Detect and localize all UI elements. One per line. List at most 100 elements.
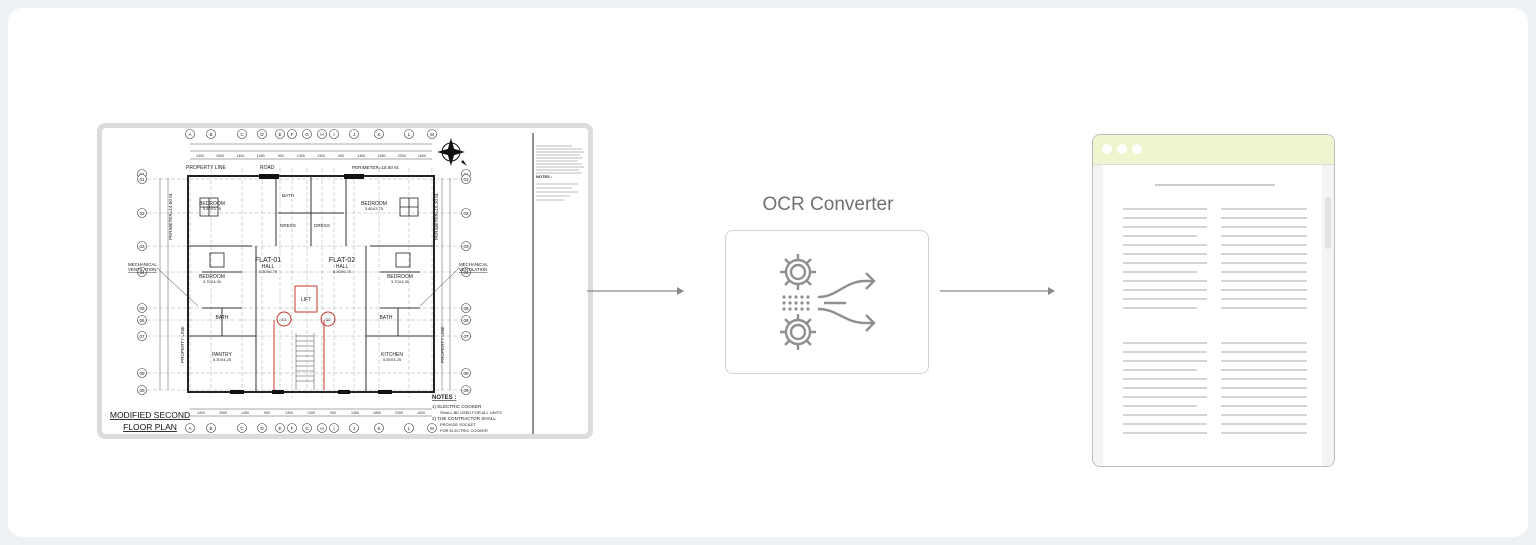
grid-bubble-bottom-B: B (206, 423, 216, 433)
svg-text:C: C (240, 426, 244, 431)
svg-text:03: 03 (139, 244, 145, 249)
note-2a: 2) THE CONTRACTOR SHALL (432, 416, 496, 421)
window-title-bar (1093, 135, 1334, 165)
grid-bubble-bottom-J: J (349, 423, 359, 433)
flat-01-label: FLAT-01 (255, 257, 281, 264)
grid-bubble-top-F: F (287, 129, 297, 139)
grid-bubbles-right: 01010203040506070809 (461, 169, 471, 395)
dimension-top-0: 1400 (196, 154, 204, 158)
dimension-top-9: 1850 (378, 154, 386, 158)
svg-text:M: M (430, 132, 434, 137)
grid-bubble-top-E: E (275, 129, 285, 139)
grid-bubble-bottom-G: G (302, 423, 312, 433)
dimension-top-2: 1400 (236, 154, 244, 158)
grid-bubble-bottom-M: M (427, 423, 437, 433)
plan-title-line-1: MODIFIED SECOND (110, 410, 190, 420)
svg-text:05: 05 (139, 306, 145, 311)
bedroom-1-size: 5.80X3.75 (203, 206, 222, 211)
dimension-top-1: 2500 (216, 154, 224, 158)
bedroom-2-size: 3.80X3.75 (365, 206, 384, 211)
svg-text:G: G (305, 132, 309, 137)
kitchen-label: KITCHEN (381, 352, 403, 358)
pantry-label: PANTRY (212, 352, 232, 358)
dimension-bottom-9: 2300 (395, 411, 403, 415)
grid-bubble-bottom-L: L (404, 423, 414, 433)
dimension-bottom-4: 1300 (285, 411, 293, 415)
dimension-bottom-3: 900 (264, 411, 270, 415)
svg-text:06: 06 (139, 318, 145, 323)
bath-top-label: BATH (282, 193, 294, 198)
bath-right-label: BATH (380, 315, 393, 321)
note-2b: PROVIDE SOCKET (440, 422, 476, 427)
bath-left-label: BATH (216, 315, 229, 321)
svg-text:08: 08 (463, 371, 469, 376)
bedroom-4-label: BEDROOM (387, 274, 413, 280)
window-dot-1 (1102, 144, 1112, 154)
ocr-converter-title: OCR Converter (762, 194, 894, 215)
svg-text:I: I (333, 426, 334, 431)
bedroom-2-label: BEDROOM (361, 201, 387, 207)
pantry-size: 5.30X4.25 (213, 357, 232, 362)
svg-text:03: 03 (463, 244, 469, 249)
bedroom-3-label: BEDROOM (199, 274, 225, 280)
door-d1-label: D1 (281, 317, 287, 322)
grid-bubble-top-J: J (349, 129, 359, 139)
svg-text:09: 09 (139, 388, 145, 393)
flat-02-label: FLAT-02 (329, 257, 355, 264)
ventilation-right-label: VENTILATION (459, 267, 487, 272)
document-text-lines (1123, 184, 1307, 434)
dimension-top-4: 900 (278, 154, 284, 158)
grid-bubble-top-I: I (329, 129, 339, 139)
dimension-top-8: 1450 (357, 154, 365, 158)
grid-bubble-left-1: 01 (137, 174, 147, 184)
hall-1-label: HALL (262, 264, 275, 270)
svg-text:F: F (291, 426, 294, 431)
svg-text:E: E (278, 132, 281, 137)
lift-label: LIFT (301, 297, 311, 303)
svg-text:07: 07 (463, 334, 469, 339)
grid-bubble-bottom-F: F (287, 423, 297, 433)
svg-text:B: B (209, 426, 212, 431)
notes-heading: NOTES : (432, 395, 456, 401)
grid-bubble-bottom-H: H (317, 423, 327, 433)
svg-text:C: C (240, 132, 244, 137)
svg-text:08: 08 (139, 371, 145, 376)
svg-text:01: 01 (463, 177, 469, 182)
svg-text:F: F (291, 132, 294, 137)
grid-bubble-top-L: L (404, 129, 414, 139)
hall-1-size: 5.30X6.75 (259, 269, 278, 274)
scrollbar-thumb[interactable] (1325, 197, 1331, 249)
kitchen-size: 5.55X4.25 (383, 357, 402, 362)
grid-bubble-top-D: D (257, 129, 267, 139)
compass-icon (437, 138, 467, 166)
dimension-top-10: 2300 (398, 154, 406, 158)
svg-text:05: 05 (463, 306, 469, 311)
grid-bubble-top-A: A (185, 129, 195, 139)
property-line-vertical-right: PROPERTY LINE (440, 326, 445, 363)
perimeter-label: PERIMETER=18.60 M. (352, 165, 399, 170)
perimeter-left-vertical: PERIMETER=14.60 M. (168, 193, 173, 240)
grid-bubble-bottom-K: K (374, 423, 384, 433)
grid-bubble-bottom-E: E (275, 423, 285, 433)
svg-text:06: 06 (463, 318, 469, 323)
perimeter-right-vertical: PERIMETER=15.20 M. (434, 193, 439, 240)
dimension-top-11: 1600 (418, 154, 426, 158)
svg-text:H: H (320, 132, 323, 137)
svg-text:K: K (377, 426, 381, 431)
road-label: ROAD (260, 165, 275, 171)
grid-bubble-bottom-C: C (237, 423, 247, 433)
dimension-top-6: 1300 (317, 154, 325, 158)
svg-text:B: B (209, 132, 212, 137)
dimension-bottom-7: 1450 (351, 411, 359, 415)
grid-bubble-left-2: 02 (137, 208, 147, 218)
door-d2-label: D2 (325, 317, 331, 322)
note-1b: SHALL BE USED FOR ALL UNITS (440, 410, 502, 415)
plan-title-line-2: FLOOR PLAN (123, 422, 177, 432)
dimension-top-3: 1450 (257, 154, 265, 158)
grid-bubble-bottom-D: D (257, 423, 267, 433)
svg-text:04: 04 (139, 270, 145, 275)
mechanical-left-label: MECHANICAL (128, 262, 157, 267)
svg-text:L: L (408, 426, 411, 431)
